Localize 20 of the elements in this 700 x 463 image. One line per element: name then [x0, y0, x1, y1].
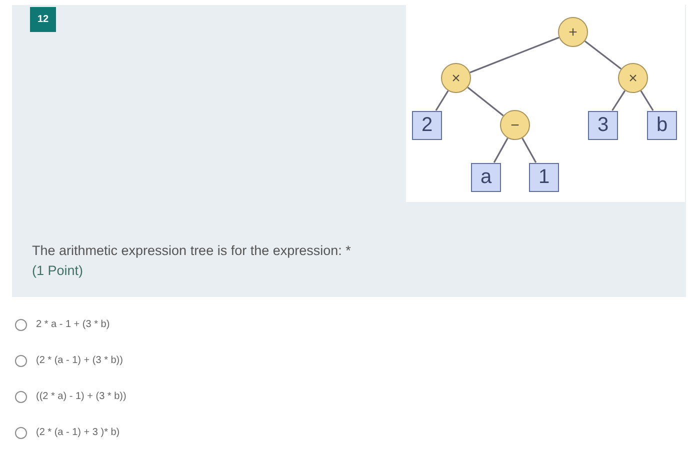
- tree-edge: [640, 90, 654, 111]
- tree-edge: [435, 90, 449, 111]
- points-text: (1 Point): [32, 263, 84, 278]
- answer-option: ((2 * a) - 1) + (3 * b)): [36, 391, 126, 402]
- tree-edge: [584, 40, 622, 70]
- operand-node: b: [647, 110, 677, 140]
- operand-node: 1: [529, 162, 559, 192]
- operand-node: 2: [412, 110, 442, 140]
- answer-option: (2 * (a - 1) + (3 * b)): [36, 355, 123, 366]
- tree-edge: [522, 138, 537, 163]
- answer-option: (2 * (a - 1) + 3 )* b): [36, 427, 120, 438]
- tree-edge: [470, 36, 560, 74]
- operand-node: a: [471, 162, 501, 192]
- tree-edge: [493, 138, 508, 163]
- answer-option: 2 * a - 1 + (3 * b): [36, 319, 110, 330]
- question-text: The arithmetic expression tree is for the expression: *: [32, 243, 351, 258]
- operand-node: 3: [588, 110, 618, 140]
- tree-edge: [612, 90, 626, 111]
- question-number: 12: [30, 7, 56, 32]
- tree-edge: [467, 86, 504, 116]
